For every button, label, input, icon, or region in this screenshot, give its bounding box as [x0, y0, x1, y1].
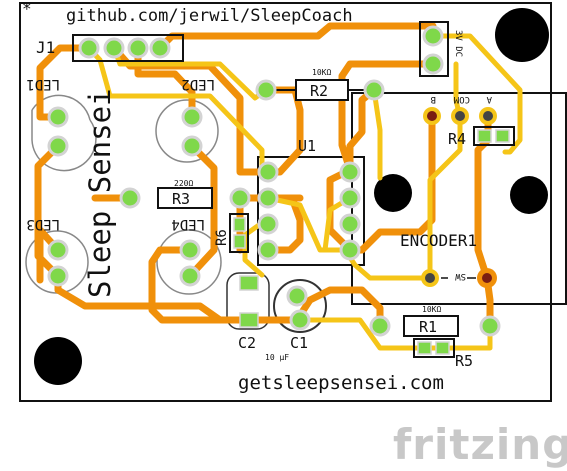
pad — [47, 135, 69, 157]
pad — [339, 187, 361, 209]
encoder-pin-b: B — [431, 94, 436, 104]
smd-pads — [233, 129, 510, 355]
bottom-traces — [34, 22, 494, 330]
r1-body — [403, 315, 459, 337]
pad — [339, 213, 361, 235]
pad — [47, 239, 69, 261]
pad — [149, 37, 171, 59]
r1-value: 10KΩ — [422, 305, 441, 314]
encoder-pin-com: COM — [453, 94, 470, 104]
c2-label: C2 — [238, 334, 256, 352]
r5-label: R5 — [455, 352, 473, 370]
r2-value: 10KΩ — [312, 68, 331, 77]
pad — [369, 315, 391, 337]
pad — [286, 285, 308, 307]
pad — [78, 37, 100, 59]
r6-body — [229, 213, 249, 253]
pad — [179, 265, 201, 287]
capacitor-value: 10 µF — [265, 353, 289, 362]
c2-outline — [226, 272, 270, 330]
pad — [289, 309, 311, 331]
pad — [257, 239, 279, 261]
bottom-url: getsleepsensei.com — [238, 372, 444, 394]
led-bl-label: LED3 — [26, 216, 60, 232]
r3-value: 220Ω — [174, 179, 193, 188]
pad — [229, 187, 251, 209]
pad — [422, 53, 444, 75]
star-mark: * — [22, 0, 32, 18]
r3-body — [157, 187, 213, 209]
r1-label: R1 — [419, 318, 437, 336]
r5-body — [413, 338, 455, 358]
j1-header — [72, 34, 184, 62]
r4-label: R4 — [448, 130, 466, 148]
r3-label: R3 — [172, 190, 190, 208]
pad — [119, 187, 141, 209]
encoder-mount-hole-left — [374, 174, 412, 212]
c1-outline — [273, 279, 327, 333]
pad — [47, 106, 69, 128]
encoder-mount-hole-right — [510, 176, 548, 214]
through-hole-pads — [47, 25, 501, 337]
pad — [257, 161, 279, 183]
pad — [363, 79, 385, 101]
led-tr-label: LED2 — [181, 76, 215, 92]
r4-body — [473, 126, 515, 146]
vertical-brand: Sleep Sensei — [83, 88, 117, 298]
pad — [479, 315, 501, 337]
dc-label: 3V DC — [453, 30, 463, 57]
fritzing-logo: fritzing — [393, 420, 567, 469]
encoder-pin-sw: SW — [455, 271, 466, 281]
encoder-pins — [421, 107, 497, 288]
pad — [422, 25, 444, 47]
r6-label: R6 — [214, 229, 230, 246]
j1-label: J1 — [36, 38, 55, 57]
dc-header — [419, 21, 449, 77]
c1-label: C1 — [290, 334, 308, 352]
encoder-pin-a: A — [486, 94, 492, 104]
pad — [257, 213, 279, 235]
pad — [127, 37, 149, 59]
led-tl-label: LED1 — [26, 76, 60, 92]
pad — [103, 37, 125, 59]
u1-outline — [257, 156, 365, 266]
pad — [257, 187, 279, 209]
pad — [47, 265, 69, 287]
mounting-hole-top-right — [495, 8, 549, 62]
pad — [179, 239, 201, 261]
encoder-label: ENCODER1 — [400, 231, 477, 250]
pad — [339, 239, 361, 261]
r2-body — [266, 79, 374, 101]
r2-label: R2 — [310, 82, 328, 100]
pad — [181, 106, 203, 128]
pad — [181, 135, 203, 157]
pad — [339, 161, 361, 183]
top-url: github.com/jerwil/SleepCoach — [66, 6, 353, 26]
pad — [255, 79, 277, 101]
u1-label: U1 — [298, 137, 316, 155]
led-br-label: LED4 — [171, 216, 205, 232]
mounting-hole-bottom-left — [34, 337, 82, 385]
